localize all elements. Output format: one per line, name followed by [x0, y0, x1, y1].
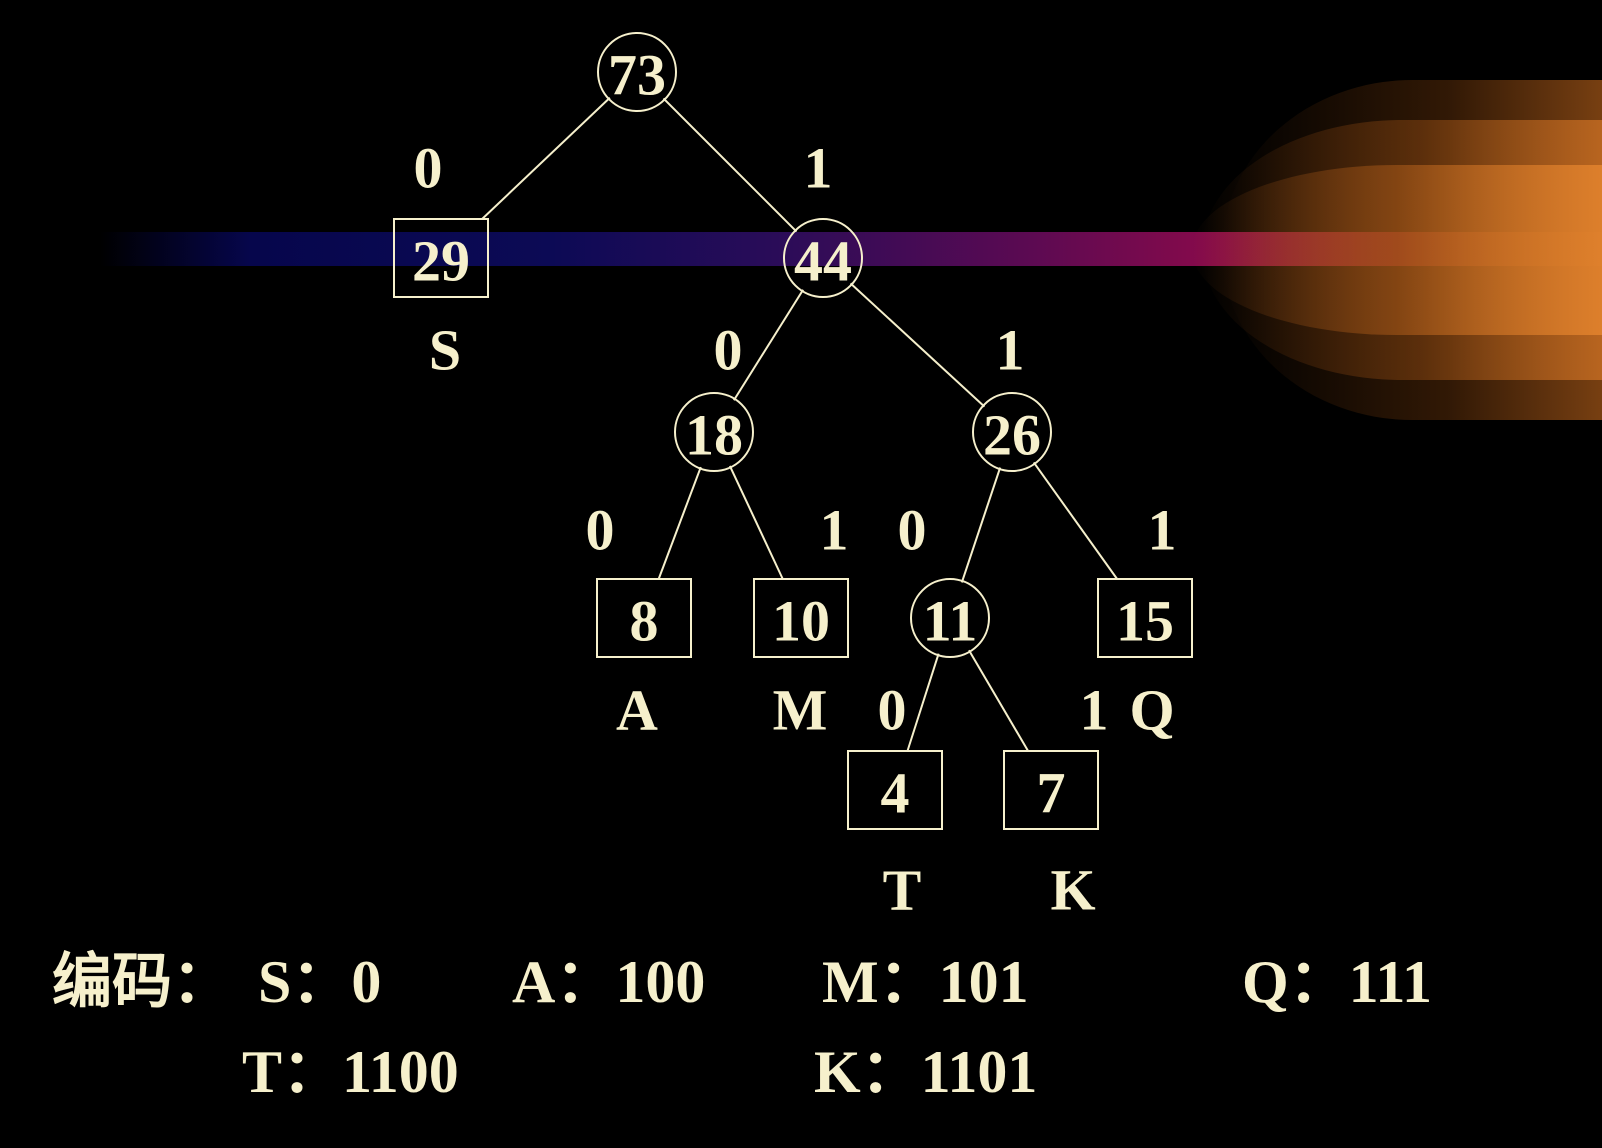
edge-bit-label: 0 [414, 136, 443, 201]
edge-11-7 [968, 649, 1029, 752]
edge-18-10 [728, 465, 784, 580]
edge-bit-label: 0 [898, 498, 927, 563]
node-value: 26 [983, 403, 1041, 468]
tree-node-4: 4 [847, 750, 943, 830]
edge-bit-label: 1 [1080, 678, 1109, 743]
edge-26-11 [960, 467, 1002, 583]
node-value: 18 [685, 403, 743, 468]
node-box [596, 578, 692, 658]
edge-bit-label: 0 [878, 678, 907, 743]
node-circle [972, 392, 1052, 472]
tree-node-73: 73 [597, 32, 677, 112]
tree-node-10: 10 [753, 578, 849, 658]
edge-11-4 [906, 653, 940, 752]
node-value: 73 [608, 43, 666, 108]
leaf-symbol-S: S [429, 318, 461, 383]
tree-node-15: 15 [1097, 578, 1193, 658]
edge-bit-label: 1 [804, 136, 833, 201]
node-value: 4 [881, 761, 910, 826]
leaf-symbol-M: M [773, 678, 828, 743]
tree-node-26: 26 [972, 392, 1052, 472]
node-box [393, 218, 489, 298]
leaf-symbol-Q: Q [1129, 678, 1174, 743]
edge-bit-label: 1 [996, 318, 1025, 383]
node-value: 7 [1037, 761, 1066, 826]
node-circle [674, 392, 754, 472]
edge-bit-label: 1 [820, 498, 849, 563]
edge-18-8 [657, 466, 702, 580]
node-value: 15 [1116, 589, 1174, 654]
tree-node-44: 44 [783, 218, 863, 298]
node-circle [783, 218, 863, 298]
edge-44-26 [849, 282, 986, 408]
node-circle [910, 578, 990, 658]
tree-node-8: 8 [596, 578, 692, 658]
node-box [1097, 578, 1193, 658]
edge-73-44 [662, 97, 798, 233]
tree-node-29: 29 [393, 218, 489, 298]
edge-73-29 [481, 97, 611, 220]
edge-bit-label: 0 [586, 498, 615, 563]
edge-26-15 [1032, 461, 1118, 580]
node-value: 11 [923, 589, 978, 654]
edge-bit-label: 1 [1148, 498, 1177, 563]
leaf-symbol-A: A [616, 678, 658, 743]
edge-44-18 [733, 289, 804, 401]
tree-node-7: 7 [1003, 750, 1099, 830]
edges-layer [481, 97, 1118, 752]
node-value: 29 [412, 229, 470, 294]
node-value: 10 [772, 589, 830, 654]
node-circle [597, 32, 677, 112]
tree-node-11: 11 [910, 578, 990, 658]
edge-bit-label: 0 [714, 318, 743, 383]
node-box [847, 750, 943, 830]
node-box [1003, 750, 1099, 830]
leaf-symbol-K: K [1050, 858, 1095, 923]
node-value: 44 [794, 229, 852, 294]
node-box [753, 578, 849, 658]
tree-node-18: 18 [674, 392, 754, 472]
leaf-symbol-T: T [883, 858, 922, 923]
node-value: 8 [630, 589, 659, 654]
